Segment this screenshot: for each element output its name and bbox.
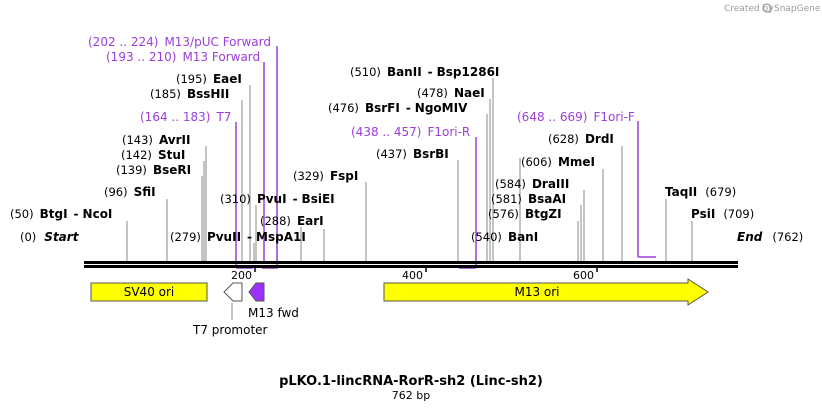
site-bsaai: (581)BsaAI: [491, 192, 566, 206]
snapgene-credit: Created by SnapGene: [724, 3, 821, 14]
ruler: 200 400 600: [231, 266, 598, 282]
site-eaei: (195)EaeI: [176, 72, 242, 86]
site-pvui-bsiei: (310)PvuI-BsiEI: [220, 192, 335, 206]
feature-sv40-ori-label: SV40 ori: [124, 285, 175, 299]
primer-m13-forward: (193 .. 210)M13 Forward: [106, 50, 260, 64]
primer-t7: (164 .. 183)T7: [140, 110, 231, 124]
site-btgi-ncoi: (50)BtgI-NcoI: [10, 207, 112, 221]
start-marker: (0)Start: [20, 230, 80, 244]
site-leader-lines: [126, 78, 693, 262]
site-eari: (288)EarI: [260, 214, 324, 228]
site-naei: (478)NaeI: [417, 86, 485, 100]
feature-sv40-ori: [90, 282, 208, 302]
map-title: pLKO.1-lincRNA-RorR-sh2 (Linc-sh2): [279, 374, 543, 389]
site-psii: PsiI(709): [691, 207, 754, 221]
site-pvuii-mspa1i: (279)PvuII-MspA1I: [170, 230, 306, 244]
ruler-label-600: 600: [573, 269, 594, 282]
primer-f1ori-f: (648 .. 669)F1ori-F: [517, 110, 635, 124]
snapgene-logo-icon: [762, 3, 772, 13]
site-draiii: (584)DraIII: [495, 177, 569, 191]
map-length: 762 bp: [392, 389, 430, 402]
end-marker: End(762): [737, 230, 803, 244]
site-bsrfi-ngomiv: (476)BsrFI-NgoMIV: [328, 101, 468, 115]
primer-f1ori-r: (438 .. 457)F1ori-R: [351, 125, 470, 139]
site-avrii: (143)AvrII: [122, 133, 190, 147]
site-mmei: (606)MmeI: [521, 155, 595, 169]
primer-labels: (202 .. 224)M13/pUC Forward (193 .. 210)…: [88, 35, 635, 139]
site-bsshii: (185)BssHII: [150, 87, 229, 101]
feature-t7-promoter-label: T7 promoter: [192, 323, 268, 337]
feature-m13-fwd-arrow: [248, 282, 265, 302]
site-banii-bsp1286i: (510)BanII-Bsp1286I: [350, 65, 499, 79]
restriction-sites: (50)BtgI-NcoI (96)SfiI (139)BseRI (142)S…: [10, 65, 754, 244]
dna-backbone: [84, 261, 738, 268]
feature-m13-fwd-label: M13 fwd: [248, 306, 299, 320]
site-drdi: (628)DrdI: [548, 132, 614, 146]
ruler-label-200: 200: [231, 269, 252, 282]
feature-t7-promoter-arrow: [223, 282, 243, 302]
primer-m13-puc-forward: (202 .. 224)M13/pUC Forward: [88, 35, 271, 49]
credit-brand: SnapGene: [774, 4, 821, 14]
site-fspi: (329)FspI: [293, 169, 358, 183]
feature-m13-ori: [383, 278, 709, 306]
features: SV40 ori M13 ori T7 promoter M13 fwd: [90, 278, 709, 337]
ruler-label-400: 400: [402, 269, 423, 282]
site-btgzi: (576)BtgZI: [488, 207, 562, 221]
credit-prefix: Created by: [724, 4, 774, 14]
site-bsrbi: (437)BsrBI: [376, 147, 449, 161]
site-stui: (142)StuI: [121, 148, 185, 162]
site-bseri: (139)BseRI: [116, 163, 191, 177]
site-sfii: (96)SfiI: [104, 185, 156, 199]
site-taqii: TaqII(679): [665, 185, 736, 199]
site-bani: (540)BanI: [471, 230, 538, 244]
feature-m13-ori-label: M13 ori: [514, 285, 559, 299]
